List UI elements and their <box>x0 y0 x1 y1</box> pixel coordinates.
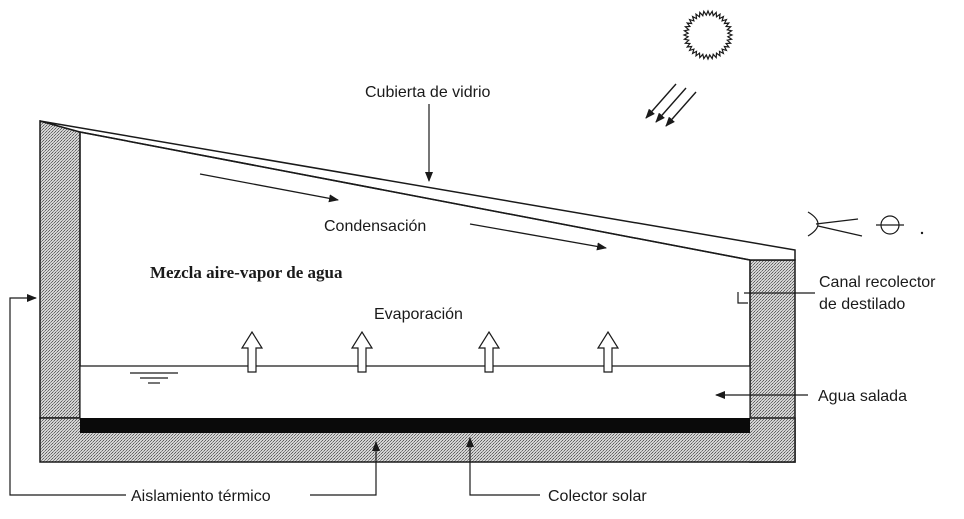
evaporation-label: Evaporación <box>374 306 463 323</box>
sun-icon <box>682 9 734 61</box>
left-insulation-wall <box>39 120 81 419</box>
condensation-arrow <box>199 173 339 203</box>
insulation-leader-left <box>9 294 126 496</box>
glass-cover-label: Cubierta de vidrio <box>365 84 491 101</box>
glass-cover-panel <box>39 120 796 261</box>
eye-icon <box>807 211 863 237</box>
evaporation-arrow <box>240 330 264 373</box>
evaporation-arrows <box>240 330 620 373</box>
sunlight-rays-icon <box>645 83 697 127</box>
distillate-channel-label-line1: Canal recolector <box>819 274 936 291</box>
solar-collector-label: Colector solar <box>548 488 647 505</box>
condensation-label: Condensación <box>324 218 426 235</box>
salt-water-label: Agua salada <box>818 388 907 405</box>
callout-lines <box>9 104 815 496</box>
absorber-plate <box>80 418 750 433</box>
distillate-channel <box>737 292 748 304</box>
water-level-symbol-icon <box>130 372 178 384</box>
evaporation-arrow <box>350 330 374 373</box>
circle-marker-icon <box>876 215 904 235</box>
small-dot <box>920 231 924 235</box>
thermal-insulation-body <box>39 120 796 463</box>
insulation-leader-bottom <box>310 441 380 496</box>
glass-cover <box>39 120 796 261</box>
evaporation-arrow <box>596 330 620 373</box>
air-vapor-mixture-label: Mezcla aire-vapor de agua <box>150 263 343 282</box>
solar-collector-leader <box>466 437 540 496</box>
thermal-insulation-label: Aislamiento térmico <box>131 488 271 505</box>
evaporation-arrow <box>477 330 501 373</box>
basin-interior-bottom <box>80 366 750 418</box>
condensation-arrow <box>469 223 607 251</box>
distillate-channel-label-line2: de destilado <box>819 296 905 313</box>
sun-outline <box>682 9 734 61</box>
condensation-arrows <box>199 173 607 251</box>
